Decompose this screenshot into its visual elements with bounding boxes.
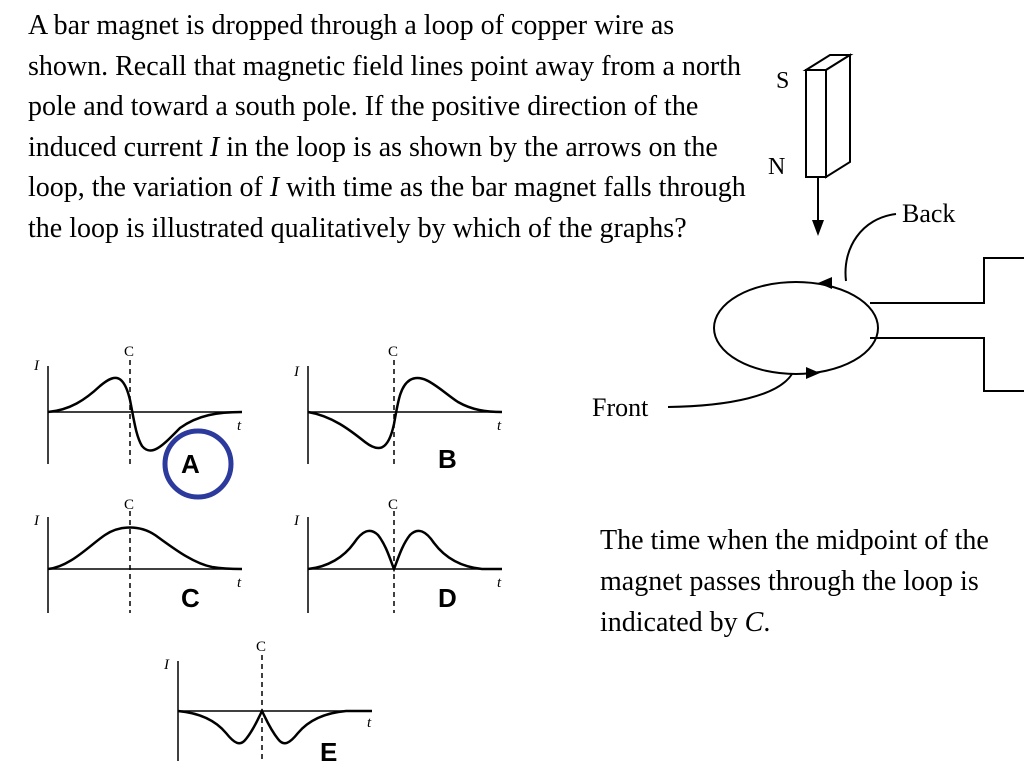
front-label: Front bbox=[592, 393, 649, 422]
y-axis-label: I bbox=[293, 364, 300, 380]
current-curve bbox=[47, 376, 243, 452]
front-pointer bbox=[667, 373, 793, 408]
bar-magnet bbox=[802, 53, 854, 179]
c-label: C bbox=[388, 497, 398, 513]
current-variable: I bbox=[209, 131, 220, 163]
x-axis-label: t bbox=[237, 575, 242, 591]
note-part-1: The time when the midpoint of the magnet… bbox=[600, 525, 989, 638]
c-label: C bbox=[388, 344, 398, 360]
y-axis-label: I bbox=[33, 358, 40, 374]
graph-label: E bbox=[320, 737, 337, 767]
loop-arrow-back bbox=[818, 277, 832, 289]
y-axis-label: I bbox=[33, 513, 40, 529]
x-axis-label: t bbox=[367, 715, 372, 731]
question-text: A bar magnet is dropped through a loop o… bbox=[28, 6, 748, 249]
graph-a: I t C A bbox=[33, 344, 243, 500]
graph-b: I t C B bbox=[293, 344, 503, 474]
fall-arrow bbox=[812, 177, 824, 236]
c-label: C bbox=[124, 497, 134, 513]
back-pointer bbox=[844, 213, 897, 282]
x-axis-label: t bbox=[237, 418, 242, 434]
current-variable: I bbox=[269, 172, 280, 203]
graph-d: I t C D bbox=[293, 497, 502, 613]
graph-e: I t C E bbox=[163, 639, 372, 767]
graph-label: B bbox=[438, 444, 457, 474]
question-part-3: with time as the bar magnet falls throug… bbox=[28, 172, 746, 244]
y-axis-label: I bbox=[293, 513, 300, 529]
back-label: Back bbox=[902, 199, 955, 228]
magnet-loop-diagram: S N Back Front bbox=[592, 53, 1024, 422]
graph-label: A bbox=[181, 449, 200, 479]
wire-loop bbox=[713, 281, 879, 375]
current-curve bbox=[177, 708, 372, 745]
graph-label: D bbox=[438, 583, 457, 613]
current-curve bbox=[307, 529, 502, 573]
question-part-1: A bar magnet is dropped through a loop o… bbox=[28, 10, 742, 163]
c-variable: C bbox=[744, 607, 764, 638]
current-curve bbox=[307, 376, 503, 450]
pole-s-label: S bbox=[776, 68, 789, 94]
x-axis-label: t bbox=[497, 575, 502, 591]
c-label: C bbox=[256, 639, 266, 655]
y-axis-label: I bbox=[163, 657, 170, 673]
current-curve bbox=[47, 526, 243, 571]
c-label: C bbox=[124, 344, 134, 360]
loop-arrow-front bbox=[806, 367, 820, 379]
note-text: The time when the midpoint of the magnet… bbox=[600, 520, 1000, 643]
answer-circle bbox=[162, 428, 234, 500]
graph-c: I t C C bbox=[33, 497, 243, 613]
note-part-2: . bbox=[763, 607, 771, 638]
x-axis-label: t bbox=[497, 418, 502, 434]
question-part-2: in the loop is as shown by the arrows on… bbox=[28, 131, 718, 204]
pole-n-label: N bbox=[768, 154, 785, 180]
loop-lead-wires bbox=[870, 257, 1024, 392]
graph-label: C bbox=[181, 583, 200, 613]
